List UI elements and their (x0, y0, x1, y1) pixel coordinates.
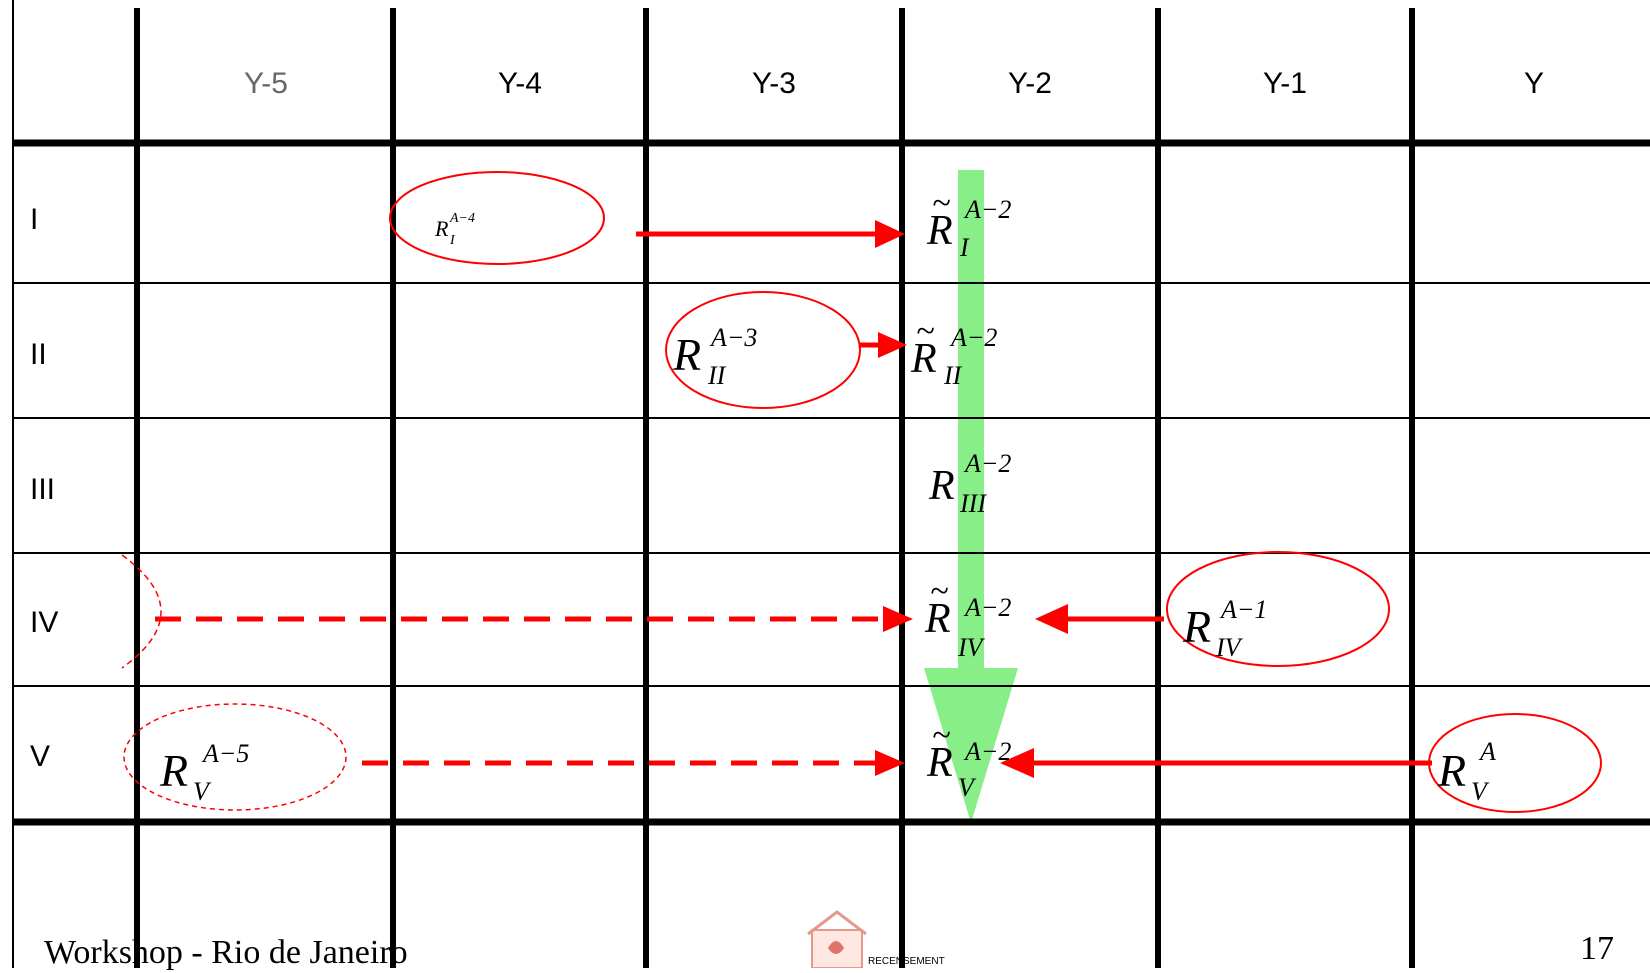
column-header-y5: Y-5 (244, 67, 288, 100)
red-arrows (155, 220, 1432, 778)
column-headers: Y-5 Y-4 Y-3 Y-2 Y-1 Y (244, 67, 1544, 100)
ellipse-r4-y1 (1166, 551, 1390, 667)
svg-text:IV: IV (957, 633, 986, 662)
arrow-r4-left-head (1035, 604, 1068, 634)
label-r4-y2: R ~ IV A−2 (924, 573, 1011, 662)
label-r3-y2: R III A−2 (928, 449, 1011, 518)
arrow-r4-dashed-head (883, 606, 913, 632)
svg-text:A−3: A−3 (709, 323, 757, 352)
svg-text:A−2: A−2 (963, 195, 1011, 224)
arrow-r2-head (878, 332, 907, 358)
svg-text:V: V (1471, 777, 1490, 806)
label-r2-y2: R ~ II A−2 (910, 313, 997, 390)
svg-text:IV: IV (1215, 633, 1244, 662)
page-number: 17 (1580, 930, 1614, 967)
recensement-logo: RECENSEMENT (807, 910, 945, 969)
table-grid (12, 0, 1650, 968)
row-label-v: V (30, 740, 50, 773)
svg-text:A−2: A−2 (963, 449, 1011, 478)
label-r1-y2: R ~ I A−2 (926, 185, 1011, 262)
svg-text:V: V (958, 773, 977, 802)
green-down-arrow (924, 170, 1018, 823)
svg-text:R: R (1437, 745, 1466, 796)
svg-text:R: R (924, 596, 951, 642)
svg-text:R: R (434, 216, 449, 241)
row-label-ii: II (30, 338, 47, 371)
arrow-r5-dashed-head (875, 750, 905, 776)
footer-title: Workshop - Rio de Janeiro (44, 934, 408, 971)
column-header-y: Y (1524, 67, 1544, 100)
svg-text:A−4: A−4 (449, 211, 475, 226)
svg-text:R: R (926, 208, 953, 254)
partial-ellipse-r4-left (121, 554, 162, 669)
ellipse-r1-y4 (389, 171, 605, 265)
svg-text:I: I (959, 233, 970, 262)
row-label-i: I (30, 203, 38, 236)
row-label-iv: IV (30, 606, 58, 639)
label-r5-y2: R ~ V A−2 (926, 717, 1011, 802)
svg-text:~: ~ (932, 717, 950, 754)
svg-text:R: R (1182, 601, 1211, 652)
ellipse-r2-y3 (665, 291, 861, 409)
svg-text:~: ~ (932, 185, 950, 222)
svg-text:I: I (449, 233, 456, 248)
svg-text:V: V (193, 777, 212, 806)
svg-text:A: A (1478, 737, 1496, 766)
arrow-r5-left-head (1000, 748, 1034, 778)
row-labels: I II III IV V (30, 203, 58, 773)
math-labels: R I A−4 R ~ I A−2 R II A−3 R ~ II A−2 R … (159, 185, 1496, 806)
svg-text:A−5: A−5 (201, 739, 249, 768)
svg-text:A−2: A−2 (949, 323, 997, 352)
svg-text:A−2: A−2 (963, 593, 1011, 622)
svg-text:A−2: A−2 (963, 737, 1011, 766)
ellipse-r5-y5-dashed (123, 703, 347, 811)
label-r4-y1: R IV A−1 (1182, 595, 1267, 662)
svg-text:A−1: A−1 (1219, 595, 1267, 624)
svg-text:R: R (672, 329, 701, 380)
logo-text: RECENSEMENT (868, 956, 945, 967)
column-header-y2: Y-2 (1008, 67, 1052, 100)
label-r1-y4: R I A−4 (434, 211, 475, 248)
column-header-y1: Y-1 (1263, 67, 1307, 100)
label-r5-y5: R V A−5 (159, 739, 249, 806)
ellipses (121, 171, 1602, 813)
svg-text:II: II (943, 361, 963, 390)
svg-text:R: R (159, 745, 188, 796)
label-r5-y: R V A (1437, 737, 1496, 806)
svg-text:R: R (928, 463, 955, 509)
label-r2-y3: R II A−3 (672, 323, 757, 390)
arrow-r1-head (875, 220, 905, 248)
column-header-y3: Y-3 (752, 67, 796, 100)
svg-text:III: III (959, 489, 987, 518)
svg-text:R: R (910, 336, 937, 382)
svg-text:~: ~ (930, 573, 948, 610)
row-label-iii: III (30, 473, 55, 506)
svg-text:II: II (707, 361, 727, 390)
svg-text:R: R (926, 740, 953, 786)
column-header-y4: Y-4 (498, 67, 542, 100)
svg-text:~: ~ (916, 313, 934, 350)
